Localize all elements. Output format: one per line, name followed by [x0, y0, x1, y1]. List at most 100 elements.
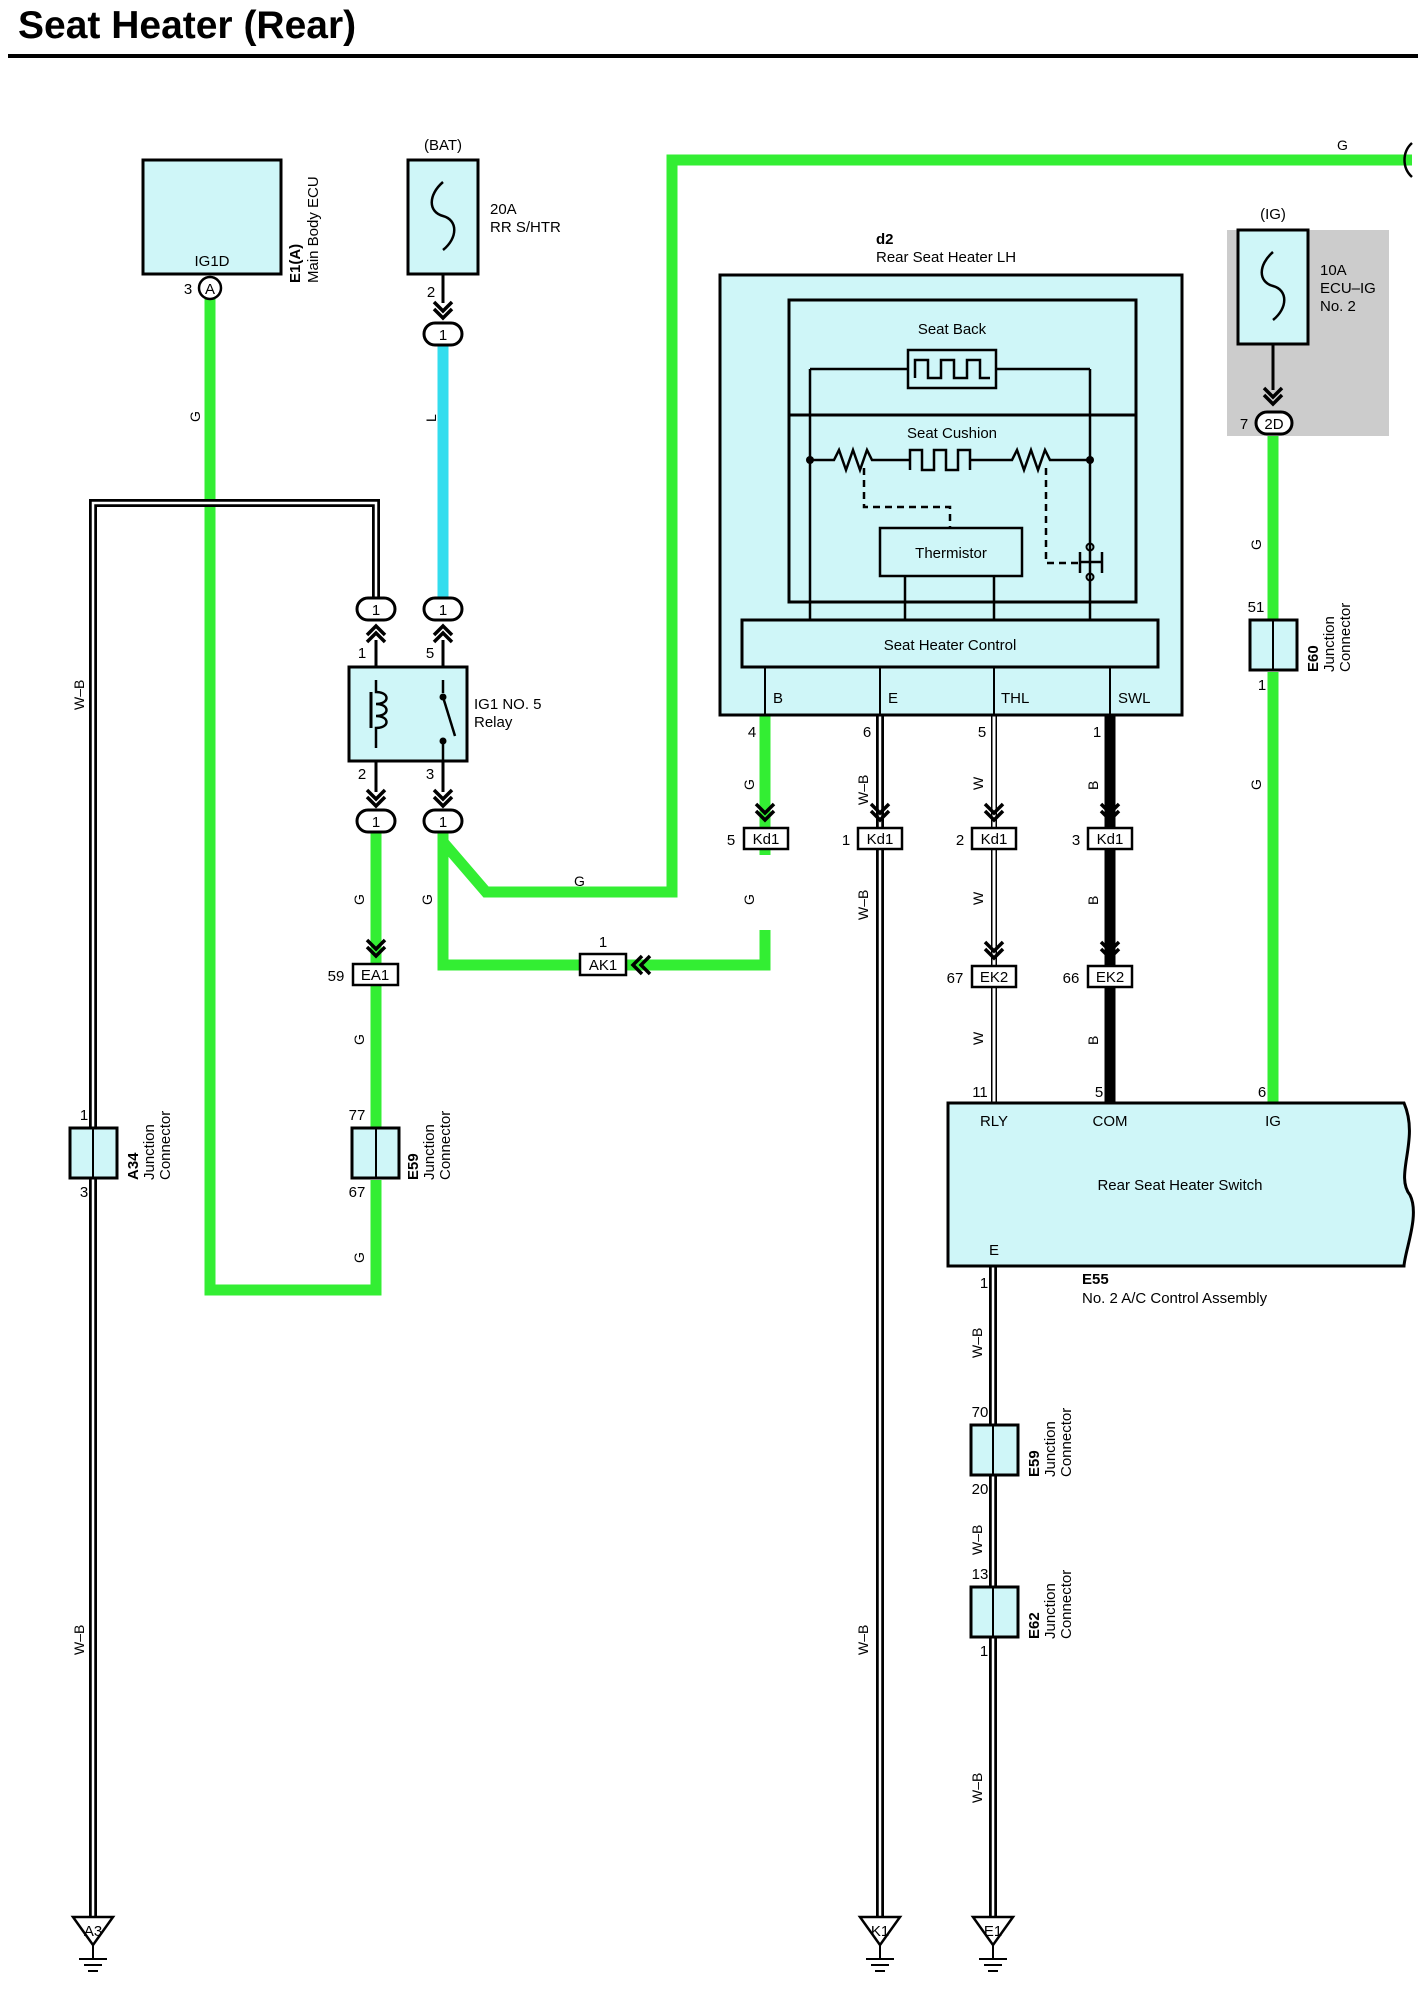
svg-text:E60: E60	[1305, 645, 1322, 672]
svg-text:Junction: Junction	[1042, 1583, 1059, 1639]
svg-text:3: 3	[1072, 832, 1080, 849]
connector-ek2: EK2 EK2 67 66	[947, 940, 1134, 989]
svg-text:1: 1	[439, 814, 447, 831]
svg-text:W–B: W–B	[71, 680, 87, 710]
ecu-name: Main Body ECU	[305, 176, 322, 283]
svg-text:77: 77	[349, 1107, 366, 1124]
svg-text:Kd1: Kd1	[867, 831, 894, 848]
svg-text:1: 1	[372, 602, 380, 619]
svg-text:EK2: EK2	[980, 969, 1008, 986]
svg-text:Kd1: Kd1	[981, 831, 1008, 848]
svg-text:5: 5	[426, 645, 434, 662]
svg-text:B: B	[1085, 781, 1101, 790]
relay-name-1: IG1 NO. 5	[474, 696, 542, 713]
svg-text:G: G	[1248, 539, 1264, 550]
svg-text:E55: E55	[1082, 1271, 1109, 1288]
fuse-rr-shtr: (BAT) 2 20A RR S/HTR 1	[406, 137, 561, 347]
svg-text:G: G	[351, 1034, 367, 1045]
svg-text:G: G	[574, 873, 585, 889]
ig1-no5-relay: 1 1 1 5 IG1 NO. 5 Relay 2 3 1 1	[347, 596, 542, 834]
svg-text:Junction: Junction	[1321, 616, 1338, 672]
svg-text:G: G	[741, 779, 757, 790]
svg-text:5: 5	[1095, 1084, 1103, 1101]
svg-text:W–B: W–B	[855, 1625, 871, 1655]
e59-right-junction: 70 20 E59 Junction Connector	[969, 1404, 1075, 1498]
svg-text:B: B	[773, 690, 783, 707]
svg-text:4: 4	[748, 724, 756, 741]
svg-text:5: 5	[727, 832, 735, 849]
svg-text:Thermistor: Thermistor	[915, 545, 987, 562]
svg-text:1: 1	[842, 832, 850, 849]
svg-text:B: B	[1085, 1036, 1101, 1045]
svg-text:Rear Seat Heater LH: Rear Seat Heater LH	[876, 249, 1016, 266]
svg-text:G: G	[187, 411, 203, 422]
svg-text:E59: E59	[1026, 1450, 1043, 1477]
svg-text:20: 20	[972, 1481, 989, 1498]
svg-text:W–B: W–B	[969, 1773, 985, 1803]
svg-text:59: 59	[328, 968, 345, 985]
wires	[89, 154, 1412, 1920]
ecu-id: E1(A)	[287, 244, 304, 283]
svg-text:10A: 10A	[1320, 262, 1347, 279]
svg-text:Seat Cushion: Seat Cushion	[907, 425, 997, 442]
svg-text:ECU–IG: ECU–IG	[1320, 280, 1376, 297]
svg-text:2: 2	[956, 832, 964, 849]
svg-text:K1: K1	[871, 1923, 889, 1940]
svg-text:Connector: Connector	[1337, 603, 1354, 672]
rear-seat-heater-lh: d2 Rear Seat Heater LH Seat Back Seat Cu…	[718, 231, 1184, 741]
svg-text:13: 13	[972, 1566, 989, 1583]
ecu-connector: A	[205, 281, 215, 298]
svg-text:No. 2: No. 2	[1320, 298, 1356, 315]
fuse-rr-source: (BAT)	[424, 137, 462, 154]
connector-kd1: Kd1 Kd1 Kd1 Kd1 5 1 2 3	[727, 802, 1134, 851]
svg-text:Seat Back: Seat Back	[918, 321, 987, 338]
relay-name-2: Relay	[474, 714, 513, 731]
svg-text:66: 66	[1063, 970, 1080, 987]
svg-text:Connector: Connector	[437, 1111, 454, 1180]
fuse-rr-connector: 1	[439, 327, 447, 344]
svg-text:W: W	[970, 776, 986, 790]
svg-text:1: 1	[439, 602, 447, 619]
svg-text:THL: THL	[1001, 690, 1029, 707]
page-title: Seat Heater (Rear)	[18, 4, 357, 47]
svg-text:AK1: AK1	[589, 957, 617, 974]
svg-text:W–B: W–B	[855, 775, 871, 805]
svg-text:G: G	[351, 1252, 367, 1263]
wire-wb-left	[89, 499, 380, 1920]
svg-text:Kd1: Kd1	[753, 831, 780, 848]
e59-left-junction: 77 67 E59 Junction Connector	[349, 1107, 454, 1201]
svg-text:IG: IG	[1265, 1113, 1281, 1130]
svg-text:E: E	[888, 690, 898, 707]
fuse-rr-pin: 2	[427, 284, 435, 301]
a34-junction: 1 3 A34 Junction Connector	[68, 1107, 174, 1201]
ecu-terminal: IG1D	[194, 253, 229, 270]
svg-text:Seat Heater Control: Seat Heater Control	[884, 637, 1017, 654]
svg-text:Junction: Junction	[421, 1124, 438, 1180]
fuse-rr-rating: 20A	[490, 201, 517, 218]
svg-text:SWL: SWL	[1118, 690, 1151, 707]
title-rule	[8, 54, 1418, 58]
connector-ak1: AK1 1	[578, 934, 652, 977]
ground-a3: A3	[71, 1915, 115, 1973]
svg-text:W: W	[970, 1031, 986, 1045]
svg-text:1: 1	[1093, 724, 1101, 741]
e60-junction: 51 1 E60 Junction Connector	[1248, 599, 1354, 694]
svg-text:L: L	[423, 414, 439, 422]
svg-text:1: 1	[980, 1275, 988, 1292]
svg-text:W–B: W–B	[855, 890, 871, 920]
svg-text:G: G	[1337, 137, 1348, 153]
svg-text:A3: A3	[84, 1923, 102, 1940]
main-body-ecu: IG1D A 3 E1(A) Main Body ECU	[141, 158, 322, 301]
svg-text:A34: A34	[125, 1152, 142, 1180]
svg-text:W: W	[970, 891, 986, 905]
svg-text:(IG): (IG)	[1260, 206, 1286, 223]
fuse-rr-name: RR S/HTR	[490, 219, 561, 236]
svg-text:E59: E59	[405, 1153, 422, 1180]
svg-text:3: 3	[426, 766, 434, 783]
svg-text:G: G	[419, 894, 435, 905]
svg-text:5: 5	[978, 724, 986, 741]
svg-text:1: 1	[358, 645, 366, 662]
svg-text:1: 1	[980, 1643, 988, 1660]
svg-text:EK2: EK2	[1096, 969, 1124, 986]
fuse-ecu-ig-no2: (IG) 10A ECU–IG No. 2 2D 7	[1227, 206, 1389, 436]
